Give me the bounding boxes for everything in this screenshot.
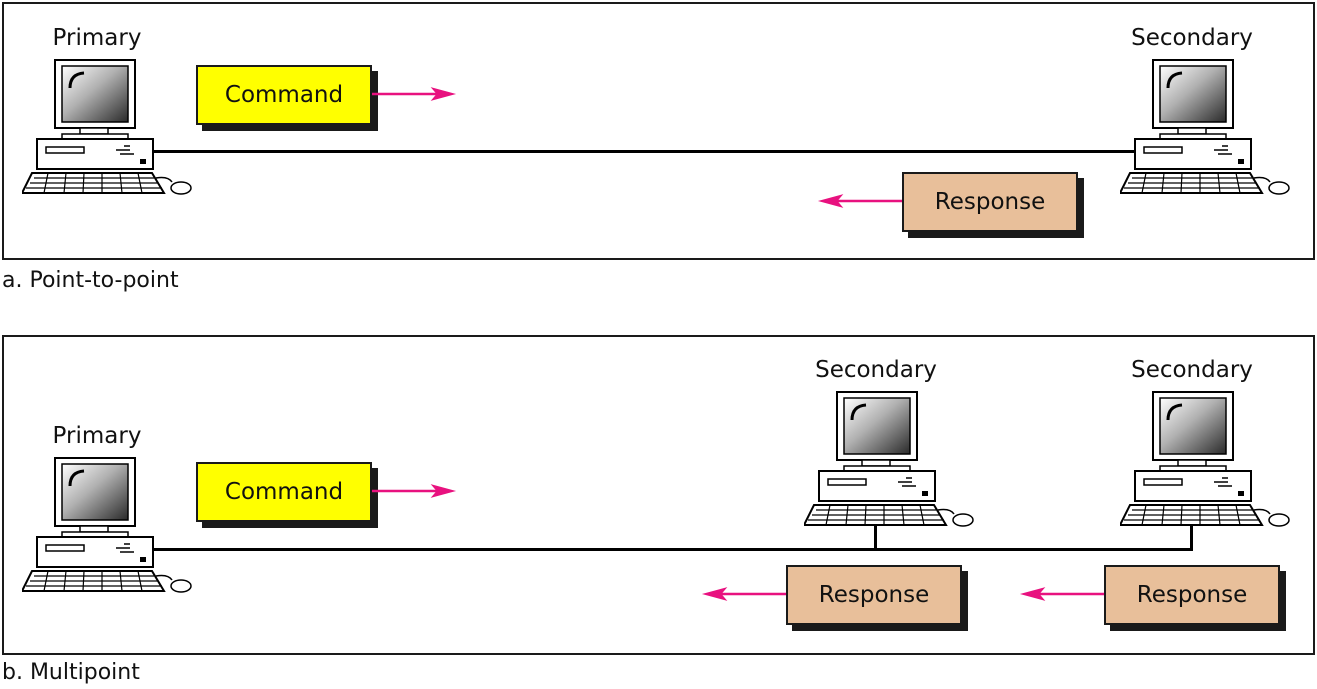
secondary-computer-icon [1120,390,1300,530]
arrow-icon [1016,584,1104,604]
primary-label: Primary [52,25,142,51]
response-box: Response [786,565,962,625]
link-line [150,548,1193,551]
primary-label: Primary [52,423,142,449]
primary-computer-icon [22,58,202,198]
secondary-label: Secondary [815,357,937,383]
link-line [150,150,1140,153]
command-box: Command [196,65,372,125]
arrow-icon [372,481,460,501]
drop-line [874,525,877,549]
response-box: Response [1104,565,1280,625]
command-box: Command [196,462,372,522]
multipoint-caption: b. Multipoint [2,660,140,685]
secondary-computer-icon [804,390,984,530]
point-to-point-panel [2,2,1315,260]
secondary-label: Secondary [1131,25,1253,51]
arrow-icon [814,191,902,211]
arrow-icon [372,84,460,104]
secondary-label: Secondary [1131,357,1253,383]
primary-computer-icon [22,456,202,596]
arrow-icon [698,584,786,604]
secondary-computer-icon [1120,58,1300,198]
drop-line [1190,525,1193,549]
point-to-point-caption: a. Point-to-point [2,268,179,293]
response-box: Response [902,172,1078,232]
